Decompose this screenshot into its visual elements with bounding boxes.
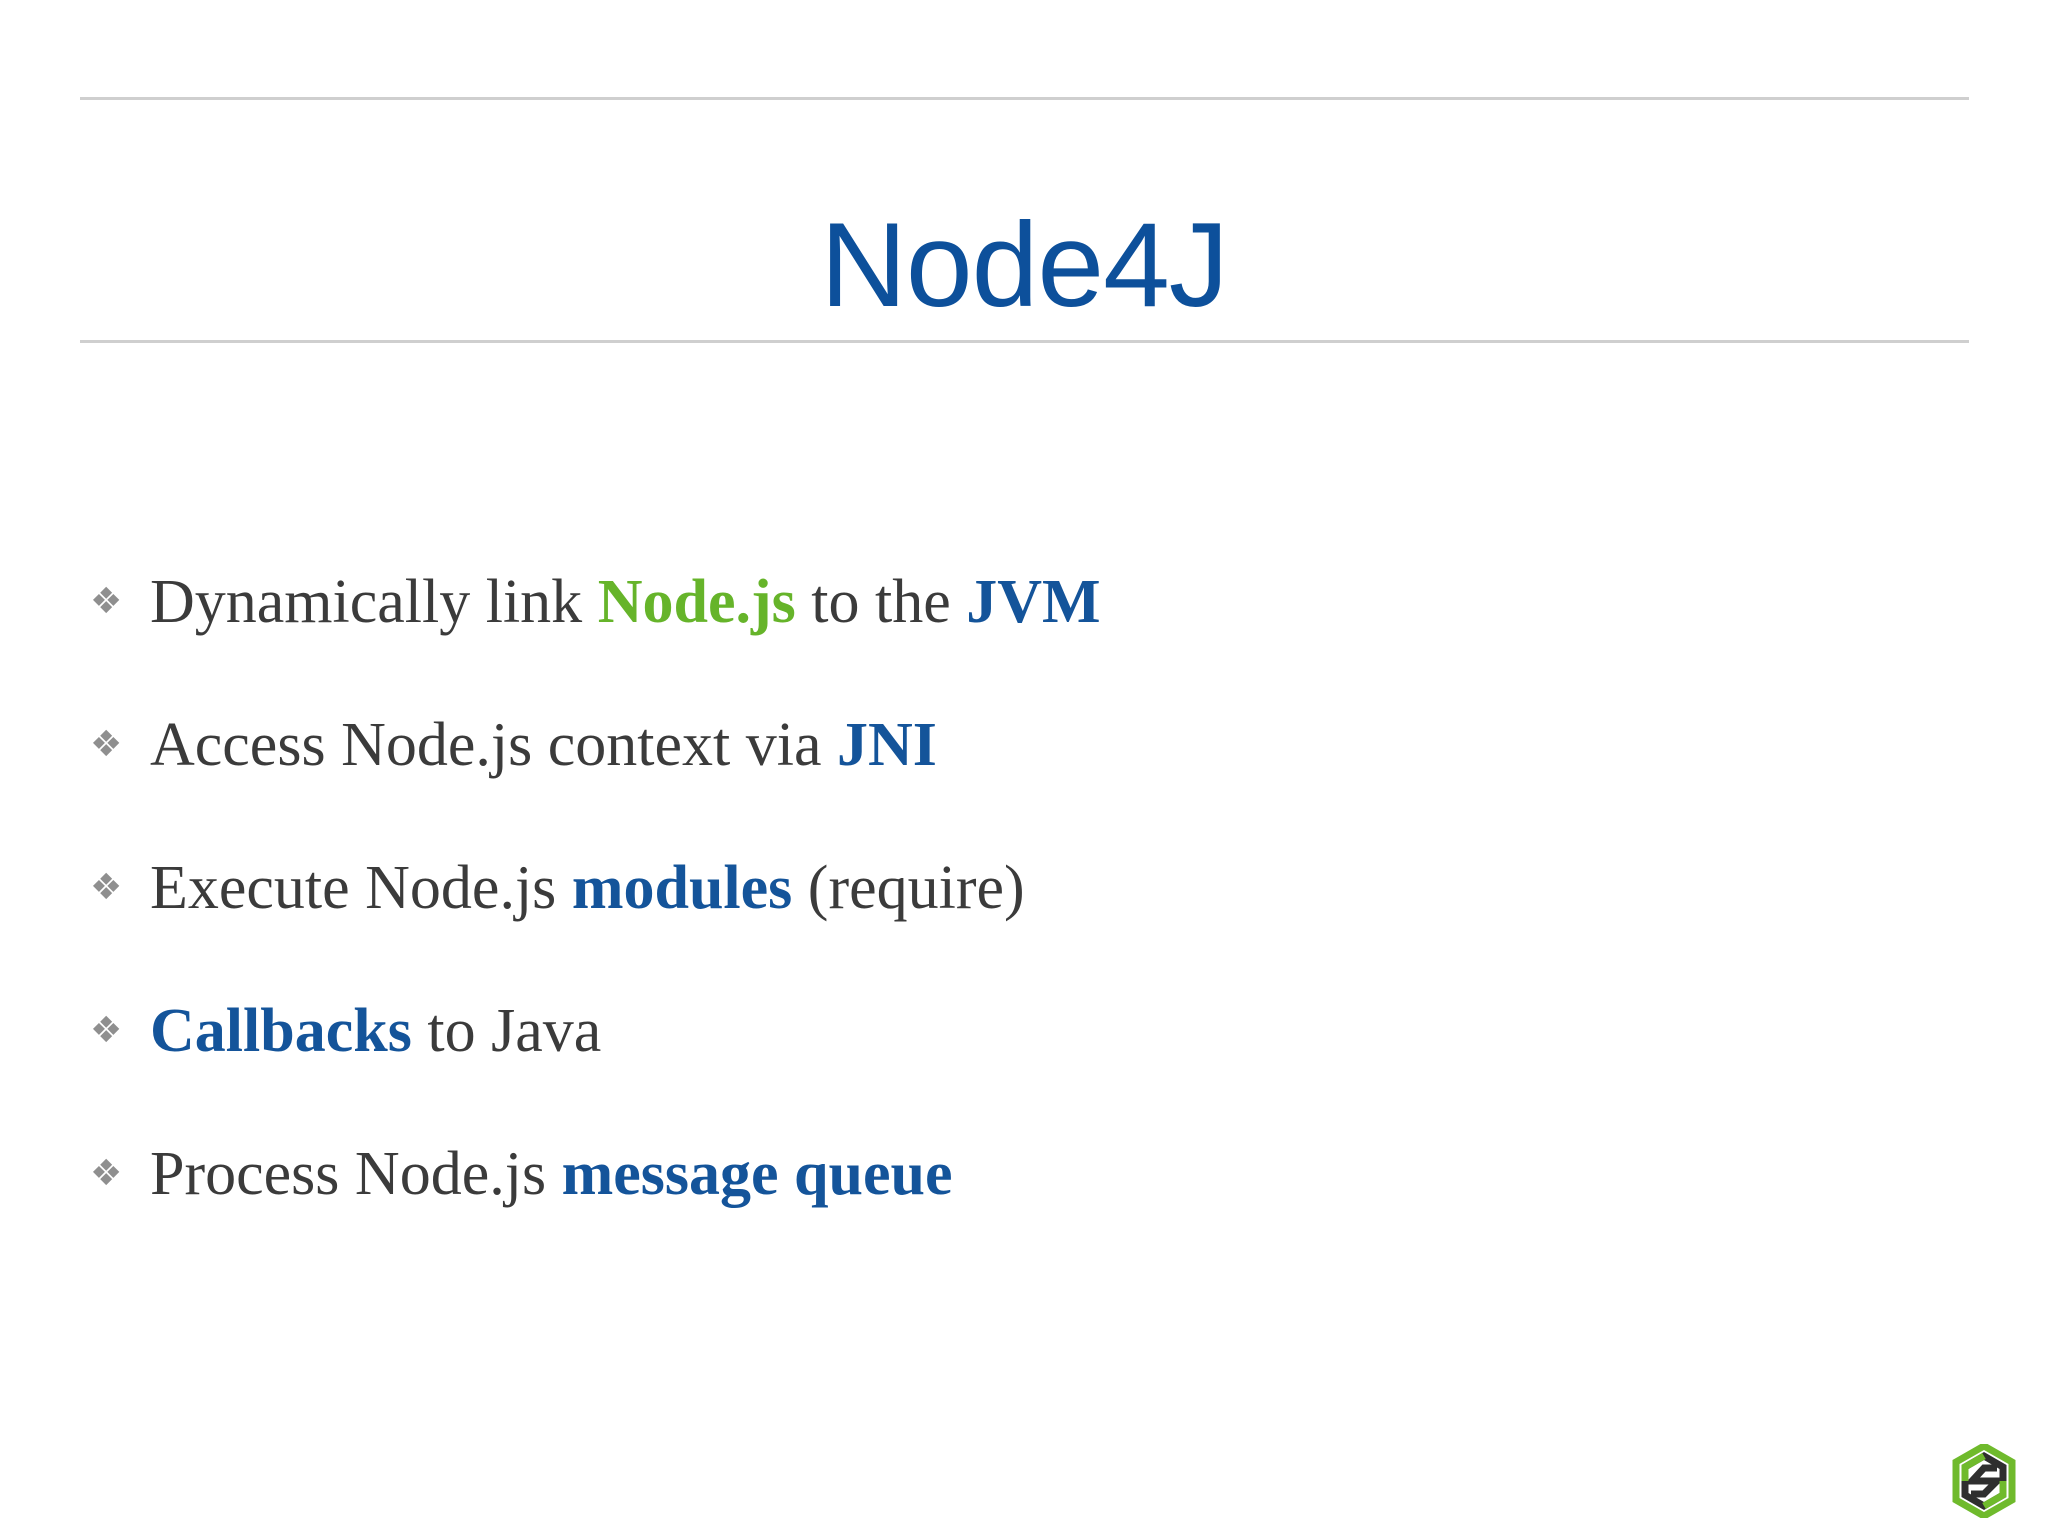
bullet-text-run: (require) xyxy=(792,854,1025,922)
title-rule-bottom xyxy=(80,340,1969,343)
bullet-text-run: message queue xyxy=(561,1140,953,1208)
diamond-bullet-icon: ❖ xyxy=(90,1010,123,1051)
bullet-text-run: Execute Node.js xyxy=(150,854,572,922)
page-title: Node4J xyxy=(820,198,1229,333)
bullet-message-queue-text: Process Node.js message queue xyxy=(150,1132,1930,1216)
list-item: ❖ Process Node.js message queue xyxy=(80,1132,1930,1275)
diamond-bullet-icon: ❖ xyxy=(90,867,123,908)
diamond-bullet-icon: ❖ xyxy=(90,724,123,765)
bullet-text-run: Node.js xyxy=(597,568,796,636)
hexagon-s-logo xyxy=(1952,1441,2016,1521)
bullet-text-run: modules xyxy=(571,854,793,922)
bullet-text-run: Dynamically link xyxy=(150,568,598,636)
diamond-bullet-icon: ❖ xyxy=(90,1153,123,1194)
bullet-list: ❖ Dynamically link Node.js to the JVM ❖ Acc… xyxy=(80,560,1930,1275)
bullet-text-run: Access Node.js context via xyxy=(150,711,837,779)
list-item: ❖ Callbacks to Java xyxy=(80,989,1930,1132)
list-item: ❖ Execute Node.js modules (require) xyxy=(80,846,1930,989)
list-item: ❖ Access Node.js context via JNI xyxy=(80,703,1930,846)
bullet-text-run: Process Node.js xyxy=(150,1140,562,1208)
bullet-text-run: to Java xyxy=(411,997,602,1065)
bullet-text-run: JVM xyxy=(966,568,1101,636)
bullet-execute-modules-text: Execute Node.js modules (require) xyxy=(150,846,1930,930)
bullet-text-run: Callbacks xyxy=(150,997,412,1065)
bullet-text-run: JNI xyxy=(836,711,937,779)
bullet-dynamically-link-text: Dynamically link Node.js to the JVM xyxy=(150,560,1930,644)
title-rule-top xyxy=(80,97,1969,100)
bullet-callbacks-text: Callbacks to Java xyxy=(150,989,1930,1073)
bullet-access-context-text: Access Node.js context via JNI xyxy=(150,703,1930,787)
list-item: ❖ Dynamically link Node.js to the JVM xyxy=(80,560,1930,703)
bullet-text-run: to the xyxy=(795,568,967,636)
diamond-bullet-icon: ❖ xyxy=(90,581,123,622)
